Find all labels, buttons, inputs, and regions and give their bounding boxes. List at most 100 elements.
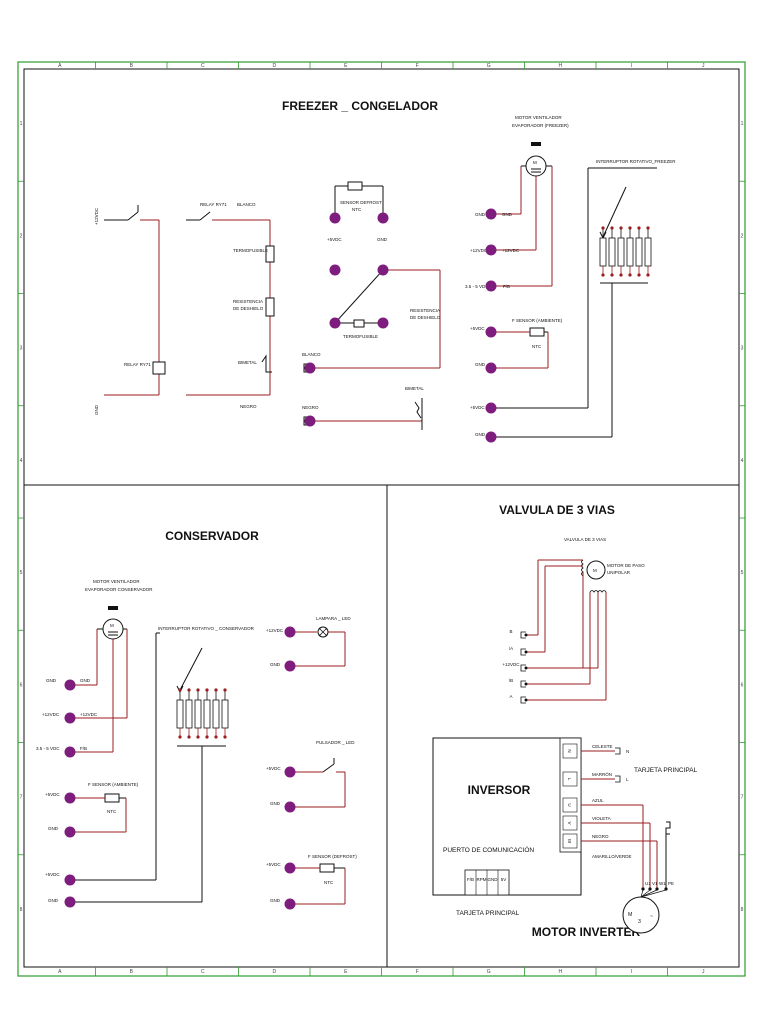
c-gnd-2: GND	[48, 826, 59, 831]
motor-pin-label: PE	[668, 881, 674, 886]
relay-contact-label: RELAY RY71	[200, 202, 227, 207]
switch-contact	[187, 735, 191, 739]
def-ntc: NTC	[324, 880, 334, 885]
terminal-node	[485, 280, 497, 292]
cons-fan-motor-symbol: M	[110, 623, 114, 628]
terminal-node	[284, 862, 296, 874]
relay-coil-circuit: RELAY RY71 +12VDC GND	[94, 205, 166, 415]
relay-coil-label: RELAY RY71	[124, 362, 151, 367]
inv-motor-m: M	[628, 912, 632, 918]
ruler-row-left: 1	[20, 121, 23, 127]
switch-resistor	[176, 699, 184, 729]
stepper-motor	[586, 560, 606, 580]
switch-contact	[646, 273, 650, 277]
terminal-node	[64, 679, 76, 691]
negro-label-1: NEGRO	[240, 404, 257, 409]
f-12vdc-inner: +12VDC	[502, 248, 520, 253]
switch-contact	[196, 688, 200, 692]
ground-symbol	[665, 821, 671, 835]
ruler-col-bottom: F	[416, 969, 419, 975]
cons-evaporador-label: EVAPORADOR CONSERVADOR	[85, 587, 153, 592]
switch-contact	[637, 273, 641, 277]
motor-pin-dot	[648, 887, 652, 891]
blanco-label-1: BLANCO	[237, 202, 256, 207]
defrost-gnd-label: GND	[377, 237, 388, 242]
ruler-row-left: 8	[20, 907, 23, 913]
f-5vdc-2: +5VDC	[470, 405, 485, 410]
switch-resistor	[635, 237, 643, 267]
terminal-node	[485, 208, 497, 220]
motor-lead	[640, 889, 658, 898]
ruler-row-left: 5	[20, 570, 23, 576]
defrost-5vdc-label: +5VDC	[327, 237, 342, 242]
termofusible-symbol	[265, 245, 275, 263]
ruler-row-right: 5	[741, 570, 744, 576]
switch-resistor	[608, 237, 616, 267]
f-gnd-3: GND	[475, 432, 486, 437]
switch-contact	[619, 226, 623, 230]
ruler-col-top: F	[416, 63, 419, 69]
freezer-fsensor-label: F SENSOR (AMBIENTE)	[512, 318, 563, 323]
conservador-section: CONSERVADOR MOTOR VENTILADOR EVAPORADOR …	[36, 529, 357, 910]
ruler-col-bottom: I	[631, 969, 632, 975]
negro-label-2: NEGRO	[302, 405, 319, 410]
terminal-node	[64, 896, 76, 908]
ruler-col-bottom: H	[558, 969, 562, 975]
motor-pin-dot	[655, 887, 659, 891]
wire-color-label: CELESTE	[592, 744, 613, 749]
terminal-node	[329, 264, 341, 276]
freezer-title: FREEZER _ CONGELADOR	[282, 99, 438, 113]
terminal-node	[329, 212, 341, 224]
lamp-gnd: GND	[270, 662, 281, 667]
relay-coil-gnd-label: GND	[94, 404, 99, 415]
terminal-node	[377, 317, 389, 329]
ruler-row-right: 6	[741, 682, 744, 688]
switch-resistor	[203, 699, 211, 729]
ruler-row-left: 6	[20, 682, 23, 688]
inversor-box	[432, 737, 582, 896]
blanco-label-2: BLANCO	[302, 352, 321, 357]
ruler-col-top: E	[344, 63, 348, 69]
relay-coil-vcc-label: +12VDC	[94, 207, 99, 225]
ruler-col-bottom: C	[201, 969, 205, 975]
f-35vdc-outer: 3.5 - 5 VDC	[465, 284, 489, 289]
wire-color-label: MARRÓN	[592, 771, 612, 777]
cons-fan-motor	[102, 618, 124, 640]
valvula-title: VALVULA DE 3 VIAS	[499, 503, 615, 517]
cons-fsensor-label: F SENSOR (AMBIENTE)	[88, 782, 139, 787]
switch-contact	[610, 226, 614, 230]
ruler-row-left: 2	[20, 233, 23, 239]
ac-connector	[615, 747, 621, 755]
f-12vdc-outer: +12VDC	[470, 248, 488, 253]
motor-pin-label: W1	[659, 881, 666, 886]
switch-resistor	[599, 237, 607, 267]
c-35vdc-outer: 3.5 - 5 VDC	[36, 746, 60, 751]
switch-contact	[610, 273, 614, 277]
terminal-cell	[562, 833, 578, 849]
valve-connector	[520, 664, 526, 672]
termofusible-label-1: TERMOFUSIBLE	[233, 248, 268, 253]
terminal-node	[485, 326, 497, 338]
terminal-label: L	[567, 778, 572, 781]
terminal-label: N	[567, 749, 572, 752]
ruler-row-right: 8	[741, 907, 744, 913]
ruler-col-top: J	[702, 63, 705, 69]
bimetal-label-2: BIMETAL	[405, 386, 424, 391]
switch-resistor	[644, 237, 652, 267]
bimetal-symbol	[261, 354, 272, 373]
valve-pin-label: B	[509, 629, 512, 634]
sensor-defrost-ntc-label: NTC	[352, 207, 362, 212]
valvula-label: VALVULA DE 3 VIAS	[564, 537, 606, 542]
terminal-cell	[562, 743, 578, 759]
valve-connector	[520, 696, 526, 704]
terminal-cell	[562, 771, 578, 787]
terminal-node	[304, 415, 316, 427]
ac-pin-label: L	[626, 777, 629, 782]
terminal-cell	[562, 815, 578, 831]
ac-connector	[615, 775, 621, 783]
def-gnd: GND	[270, 898, 281, 903]
switch-resistor	[221, 699, 229, 729]
valvula-section: VALVULA DE 3 VIAS VALVULA DE 3 VIAS MOTO…	[499, 503, 645, 704]
